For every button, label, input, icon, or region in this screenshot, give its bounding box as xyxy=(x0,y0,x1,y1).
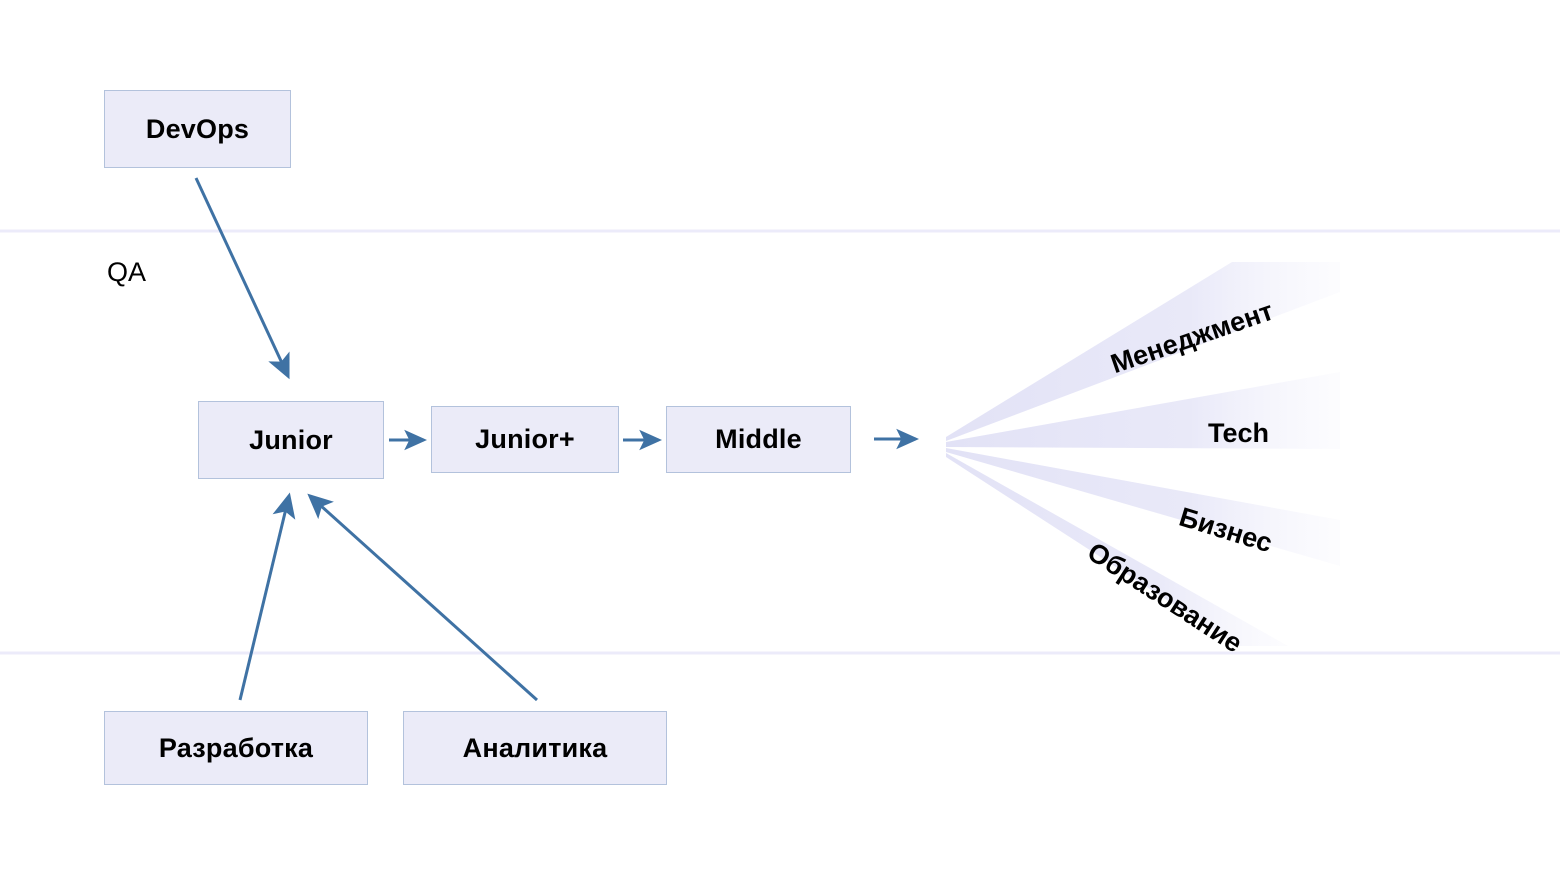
node-junior-plus[interactable]: Junior+ xyxy=(431,406,619,473)
node-middle[interactable]: Middle xyxy=(666,406,851,473)
fan-wedge-business xyxy=(946,448,1340,566)
arrow-analitika-to-junior xyxy=(307,493,539,702)
fan-wedge-management xyxy=(946,262,1340,441)
node-analitika[interactable]: Аналитика xyxy=(403,711,667,785)
fan-wedge-tech xyxy=(946,372,1340,449)
arrow-devops-to-junior xyxy=(194,177,290,380)
node-razrabotka[interactable]: Разработка xyxy=(104,711,368,785)
node-devops[interactable]: DevOps xyxy=(104,90,291,168)
node-junior[interactable]: Junior xyxy=(198,401,384,479)
arrow-razrabotka-to-junior xyxy=(238,492,296,701)
fan-wedge-education xyxy=(946,453,1288,646)
fan-label-tech[interactable]: Tech xyxy=(1208,418,1270,448)
fan-wedges xyxy=(946,262,1340,646)
section-label-qa: QA xyxy=(107,257,147,287)
